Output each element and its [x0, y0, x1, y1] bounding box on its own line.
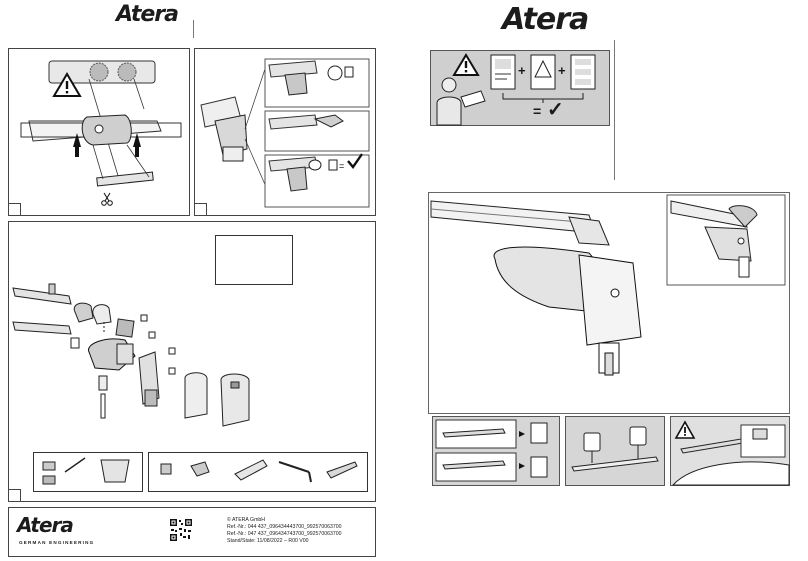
load-panel-3: [670, 416, 790, 486]
scissors-icon: [101, 192, 113, 206]
footer-logo: Atera: [17, 513, 74, 537]
car-roof-load-illustration: [671, 424, 790, 486]
step-panel-2: =: [194, 48, 376, 216]
hardware-items-illustration: [42, 457, 358, 485]
step-number-box: [195, 203, 207, 215]
header-divider: [193, 20, 194, 38]
step-panel-1: [8, 48, 190, 216]
hardware-box-right: [148, 452, 368, 492]
footer-ref-2: Ref.-Nr.: 047 437_096434743700_992570063…: [227, 531, 342, 537]
load-panel-1: [432, 416, 560, 486]
plus-sign-2: +: [558, 63, 566, 78]
qr-code-icon: [169, 518, 193, 542]
footer-copyright: © ATERA GmbH: [227, 517, 266, 523]
step-panel-3: [8, 221, 376, 502]
tagline: GERMAN ENGINEERING: [19, 540, 95, 545]
footer-panel: Atera GERMAN ENGINEERING © ATERA GmbH Re…: [8, 507, 376, 557]
step-number-box: [9, 203, 21, 215]
warning-icon: [452, 53, 480, 76]
footer-stand: Stand/State: 11/08/2022 – R00 V00: [227, 538, 309, 544]
hardware-box-left: [33, 452, 143, 492]
logo-right: Atera: [502, 2, 589, 37]
page-fold-line: [614, 40, 615, 180]
plus-sign-1: +: [518, 63, 526, 78]
check-mark: ✓: [547, 99, 564, 121]
svg-text:=: =: [339, 161, 344, 171]
check-icon: [347, 153, 363, 169]
roof-foot-illustration: [430, 194, 786, 376]
load-panel-2: [565, 416, 665, 486]
warning-icon: [52, 72, 82, 97]
step-number-box: [9, 489, 21, 501]
roof-bar-load-illustration: [435, 419, 548, 482]
equals-sign: =: [533, 103, 542, 119]
footer-ref-1: Ref.-Nr.: 044 437_096434443700_992570063…: [227, 524, 342, 530]
blank-label-box: [215, 235, 293, 285]
foot-detail-panel: [428, 192, 790, 414]
warning-icon: [674, 420, 696, 439]
person-reading-illustration: [436, 54, 596, 126]
logo-left: Atera: [116, 2, 179, 27]
read-instructions-panel: + + = ✓: [430, 50, 610, 126]
crossbar-end-cap-illustration: [20, 60, 182, 187]
weight-distribution-illustration: [571, 426, 659, 472]
foot-assembly-illustration: =: [200, 58, 370, 208]
exploded-parts-illustration: [12, 283, 250, 427]
